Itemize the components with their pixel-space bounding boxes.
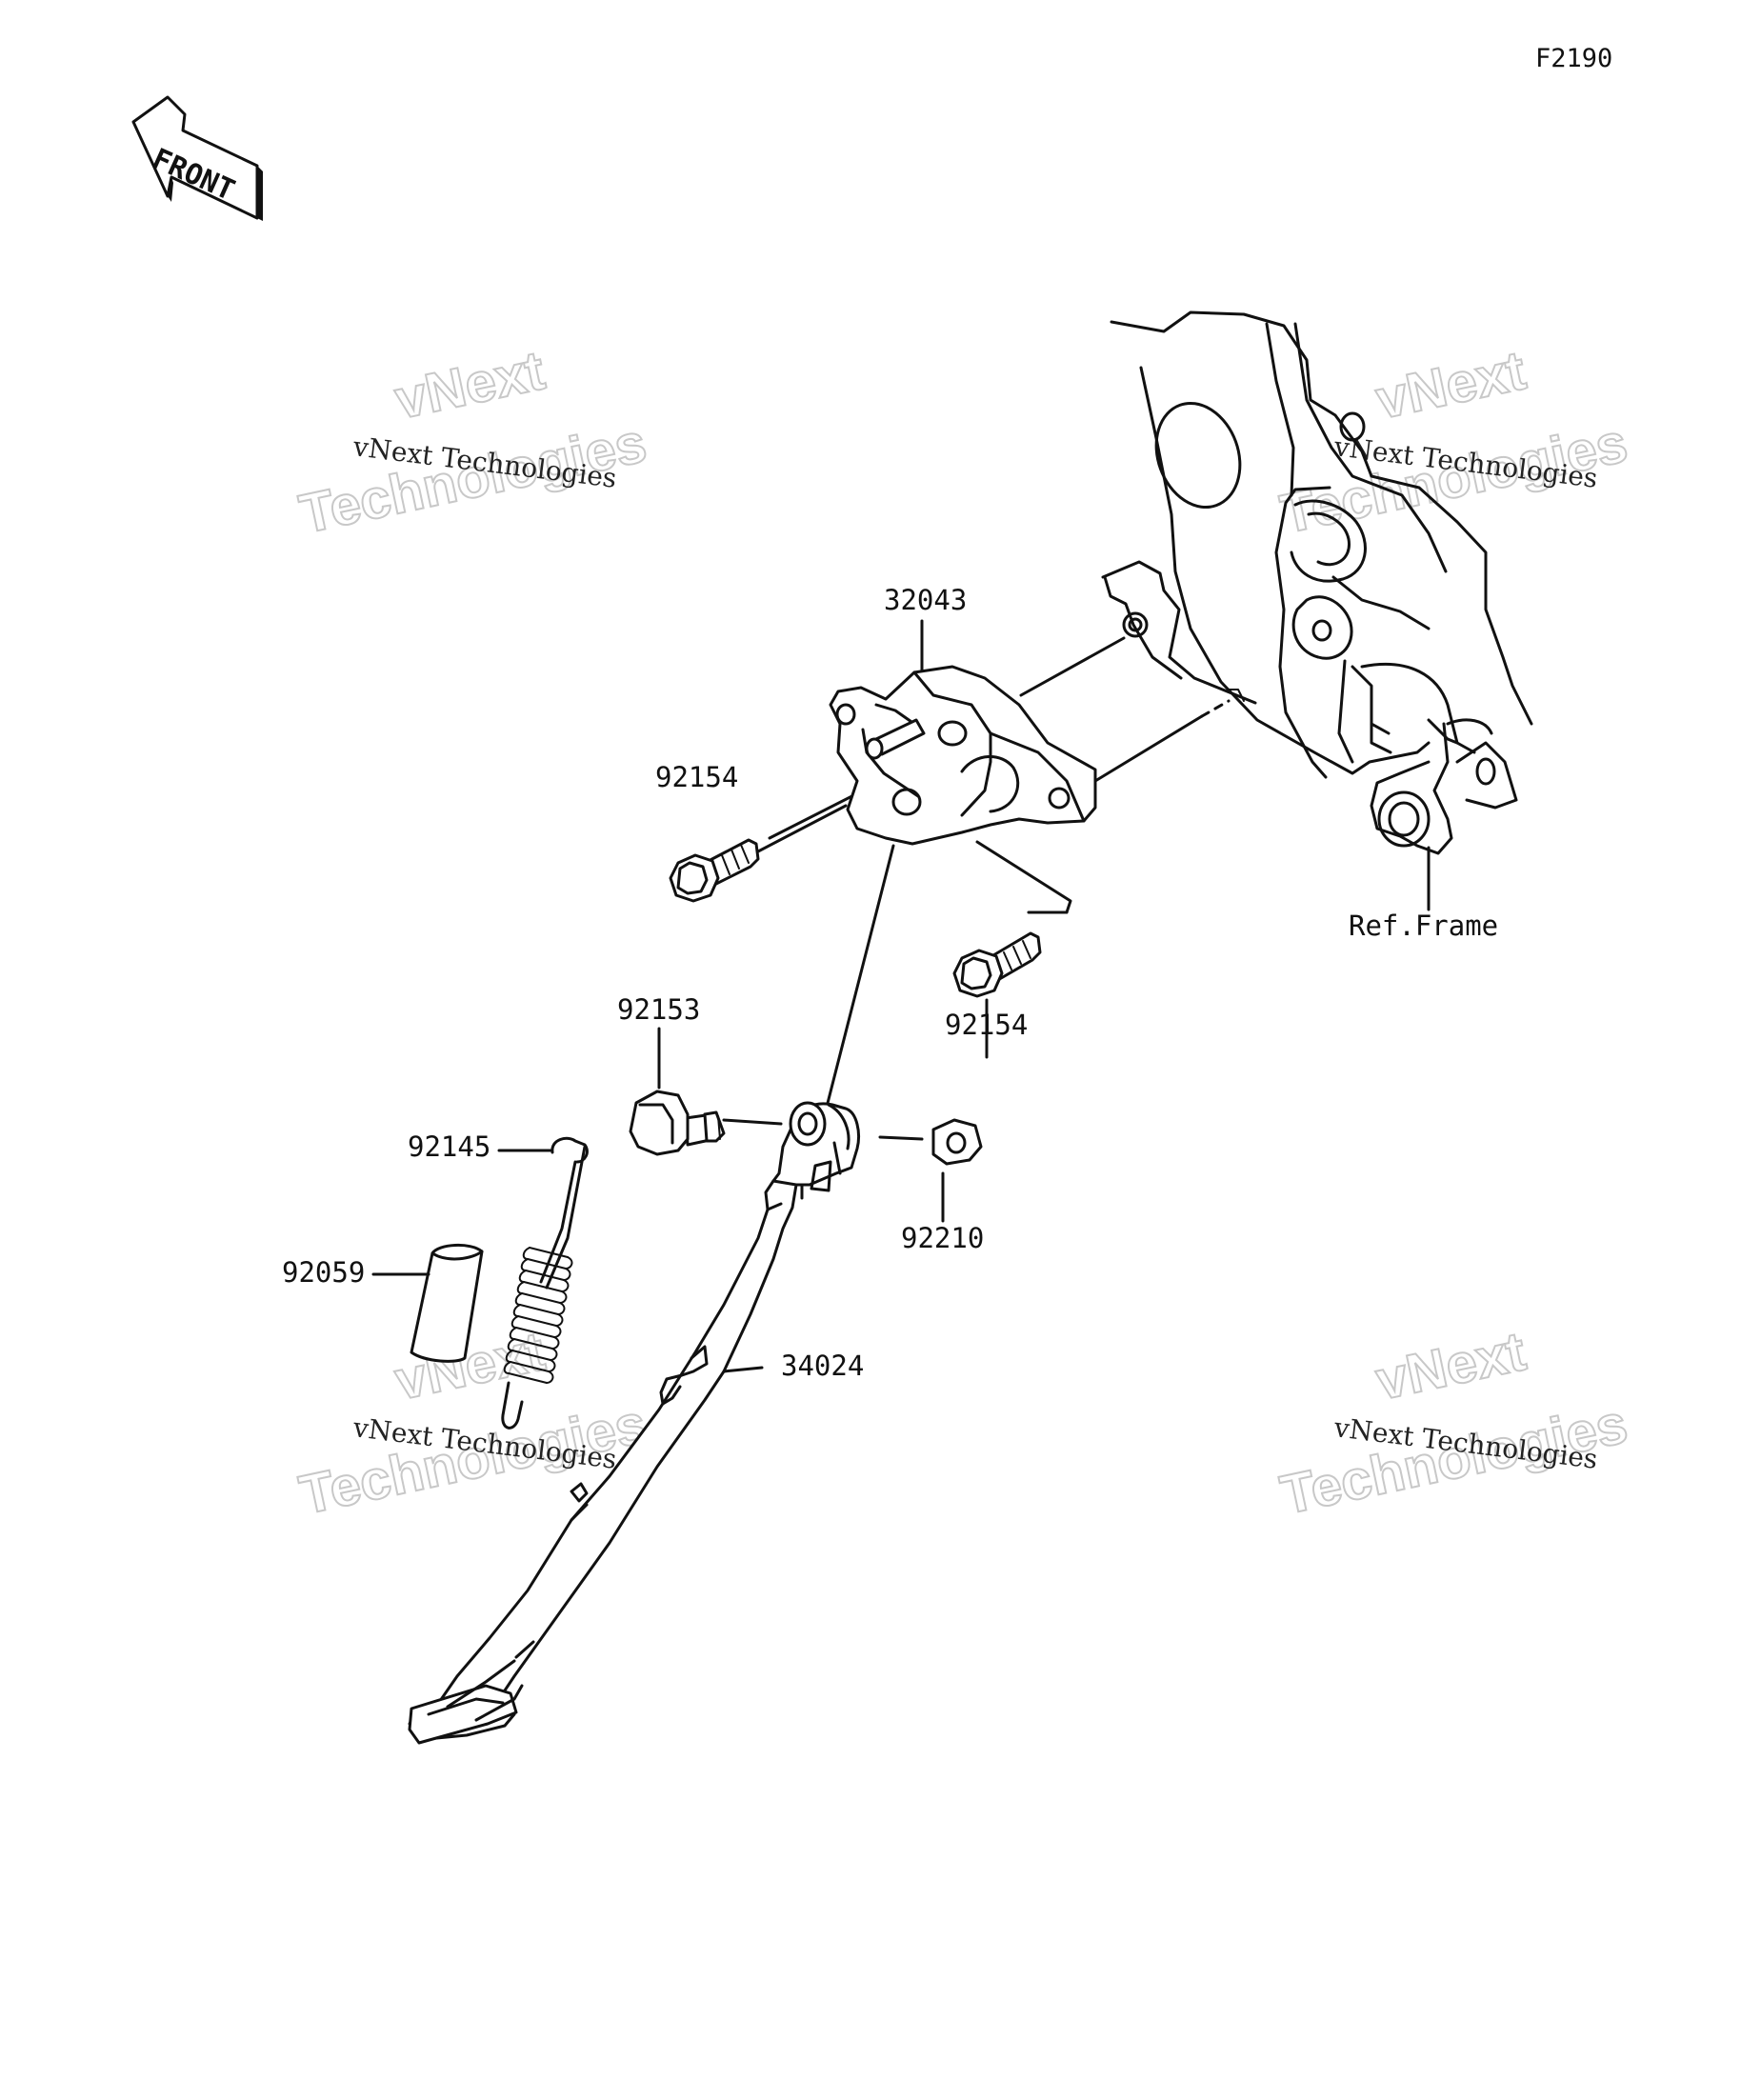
pivot-bolt-92153 [629,1027,726,1156]
spring-coils [503,1247,573,1384]
stand-bracket [829,665,1097,846]
front-direction-arrow-icon: FRONT [131,95,263,221]
frame-drawing [1101,310,1533,855]
label-92154-lower: 92154 [945,1009,1028,1041]
spring-92145 [497,1136,589,1430]
watermark-brand: vNext [1371,339,1531,430]
label-92153: 92153 [617,993,700,1026]
watermark-brand: vNext [1371,1320,1531,1411]
label-92059: 92059 [282,1256,365,1289]
assembly-lines [722,636,1231,1141]
nut-92210 [931,1118,983,1223]
label-34024: 34024 [781,1350,864,1382]
side-stand-34024 [408,1101,860,1745]
label-32043: 32043 [884,584,967,616]
watermark-top-left: vNext Technologies vNext Technologies [293,338,652,546]
label-92145: 92145 [408,1130,490,1163]
watermark-bottom-right: vNext Technologies vNext Technologies [1274,1319,1633,1527]
bolt-92154-upper [669,804,848,903]
figure-code: F2190 [1535,44,1612,73]
bolt-92154-lower [952,931,1042,1059]
watermark-brand: vNext [390,339,550,430]
label-ref-frame: Ref.Frame [1349,910,1498,942]
label-92154-upper: 92154 [655,761,738,793]
tube-92059 [371,1244,484,1363]
part-labels: 32043 92154 92154 92153 92145 92059 9221… [282,584,1498,1382]
label-92210: 92210 [901,1222,984,1254]
